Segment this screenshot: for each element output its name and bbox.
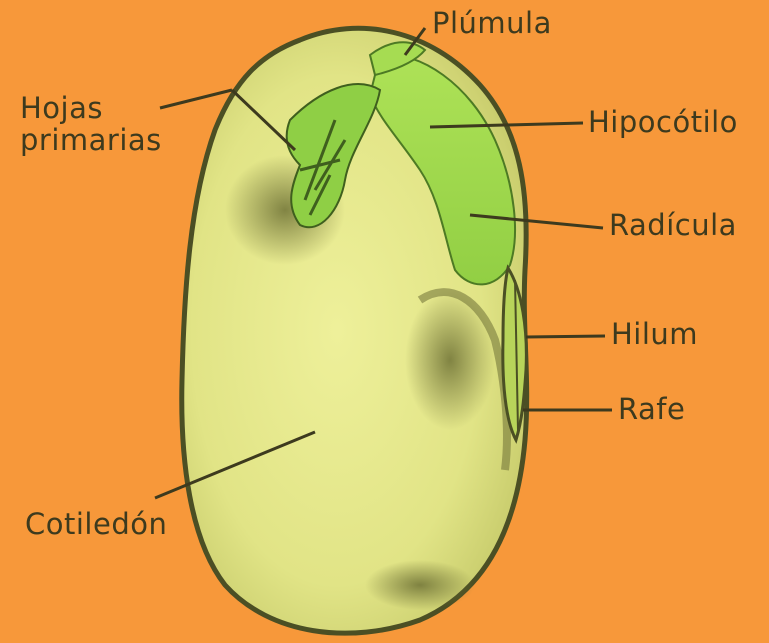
- label-primary-leaves-line2: primarias: [20, 124, 162, 156]
- label-primary-leaves-line1: Hojas: [20, 92, 162, 124]
- label-cotiledon: Cotiledón: [25, 508, 167, 540]
- label-plumula: Plúmula: [432, 7, 552, 39]
- cotyledon-shadow-lower: [365, 560, 475, 610]
- leader-hojas: [160, 90, 232, 108]
- label-radicula: Radícula: [609, 209, 737, 241]
- label-hipocotilo: Hipocótilo: [588, 106, 738, 138]
- label-primary-leaves: Hojas primarias: [20, 92, 162, 156]
- label-rafe: Rafe: [618, 393, 685, 425]
- label-hilum: Hilum: [611, 318, 698, 350]
- leader-hilum: [526, 336, 605, 337]
